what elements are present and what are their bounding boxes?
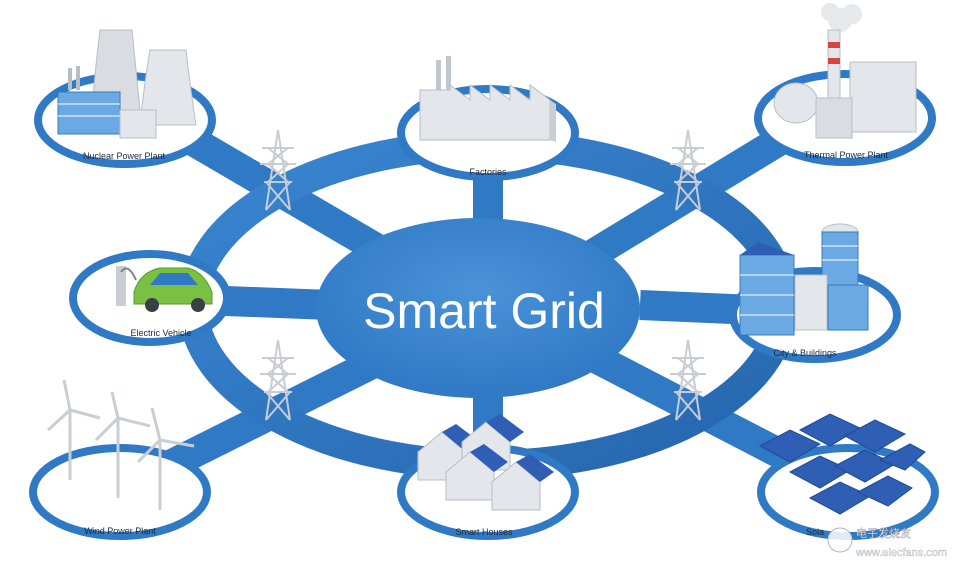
node-label-ev: Electric Vehicle xyxy=(130,328,191,338)
solar-panel-icon xyxy=(758,413,926,515)
node-label-solar: Sola xyxy=(806,527,824,537)
nuclear-plant-icon xyxy=(57,29,197,139)
node-label-houses: Smart Houses xyxy=(455,527,513,537)
watermark-logo-icon xyxy=(827,527,853,553)
node-factories: Factories xyxy=(397,56,579,181)
tower-icon xyxy=(670,129,706,211)
thermal-plant-icon xyxy=(773,3,917,139)
node-label-nuclear: Nuclear Power Plant xyxy=(83,151,166,161)
electric-car-icon xyxy=(116,266,213,312)
tower-icon xyxy=(260,129,296,211)
node-label-factories: Factories xyxy=(469,167,507,177)
node-houses: Smart Houses xyxy=(397,414,579,540)
wind-turbine-icon xyxy=(46,379,195,510)
node-label-wind: Wind Power Plant xyxy=(84,526,156,536)
smart-house-icon xyxy=(417,414,554,511)
node-wind: Wind Power Plant xyxy=(29,379,211,540)
transmission-towers xyxy=(260,129,706,421)
node-label-thermal: Thermal Power Plant xyxy=(804,150,889,160)
node-ev: Electric Vehicle xyxy=(69,250,231,346)
node-label-city: City & Buildings xyxy=(773,348,837,358)
city-buildings-icon xyxy=(739,223,869,336)
watermark: 电子发烧友 www.elecfans.com xyxy=(827,526,947,559)
tower-icon xyxy=(260,339,296,421)
center-hub xyxy=(316,218,640,398)
node-solar: Sola xyxy=(757,413,939,540)
node-nuclear: Nuclear Power Plant xyxy=(34,29,216,168)
node-city: City & Buildings xyxy=(729,223,901,363)
factory-icon xyxy=(419,56,556,142)
tower-icon xyxy=(670,339,706,421)
node-thermal: Thermal Power Plant xyxy=(754,3,936,166)
watermark-logo-text: 电子发烧友 xyxy=(856,526,911,540)
diagram-title: Smart Grid xyxy=(363,283,605,339)
watermark-url: www.elecfans.com xyxy=(855,547,947,559)
